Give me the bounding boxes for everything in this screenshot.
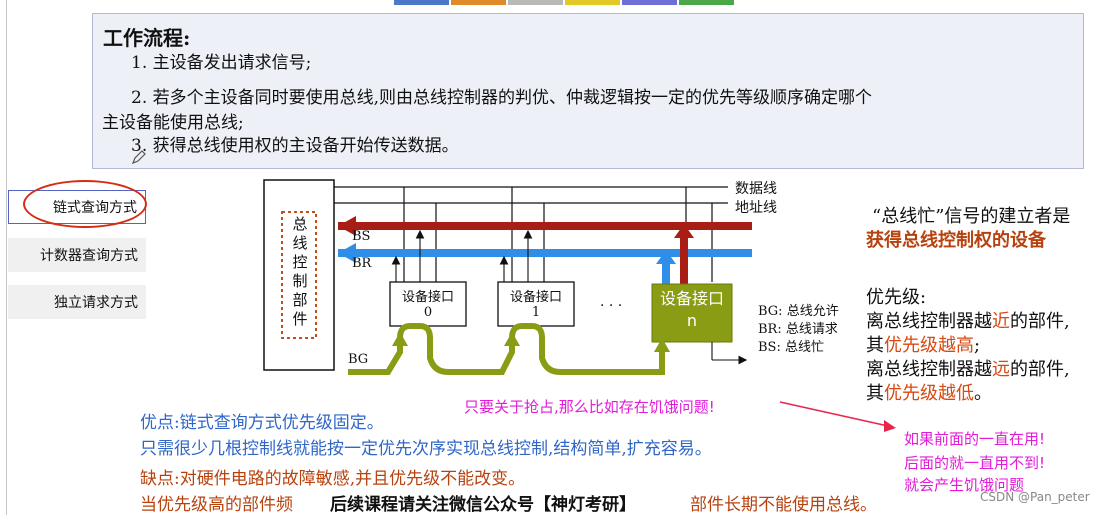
priority-line-3: 离总线控制器越远的部件, (866, 358, 1070, 382)
bs-arrowhead (338, 216, 356, 236)
controller-char: 控 (292, 253, 308, 271)
priority-text: 其 (866, 383, 884, 404)
controller-label: 总 线 控 制 部 件 (291, 215, 309, 329)
advantage-line-2: 只需很少几根控制线就能按一定优先次序实现总线控制,结构简单,扩充容易。 (140, 439, 712, 459)
nav-independent-request-label: 独立请求方式 (54, 295, 138, 311)
pen-icon (131, 150, 146, 165)
legend-bg: BG: 总线允许 (758, 304, 839, 319)
priority-text: 的部件, (1010, 359, 1070, 380)
red-circle-annotation (23, 180, 147, 228)
advantage-line-1: 优点:链式查询方式优先级固定。 (140, 413, 384, 433)
top-tab-6[interactable] (679, 0, 734, 5)
device-1-index: 1 (531, 305, 541, 320)
priority-text: 。 (974, 383, 992, 404)
workflow-box: 工作流程: 1. 主设备发出请求信号; 2. 若多个主设备同时要使用总线,则由总… (92, 13, 1084, 169)
nav-independent-request[interactable]: 独立请求方式 (8, 285, 146, 319)
nav-counter-query[interactable]: 计数器查询方式 (8, 238, 146, 272)
workflow-step-2: 2. 若多个主设备同时要使用总线,则由总线控制器的判优、仲裁逻辑按一定的优先等级… (131, 88, 873, 108)
device-ellipsis: · · · (600, 298, 623, 314)
controller-char: 总 (292, 215, 308, 233)
priority-text: 离总线控制器越 (866, 359, 992, 380)
device-0-box (389, 281, 467, 327)
data-line-label: 数据线 (735, 181, 777, 197)
priority-line-1: 离总线控制器越近的部件, (866, 310, 1070, 334)
busy-signal-line-2: 获得总线控制权的设备 (866, 230, 1046, 251)
workflow-step-3: 3. 获得总线使用权的主设备开始传送数据。 (131, 136, 459, 156)
top-tab-2[interactable] (451, 0, 506, 5)
device-1-box (497, 281, 575, 327)
note-line-1: 如果前面的一直在用! (904, 430, 1046, 448)
controller-char: 线 (292, 234, 308, 252)
nav-counter-query-label: 计数器查询方式 (40, 248, 138, 264)
disadvantage-line-1: 缺点:对硬件电路的故障敏感,并且优先级不能改变。 (140, 469, 526, 489)
pink-arrowhead (884, 420, 896, 432)
device-n-name: 设备接口 (659, 289, 724, 308)
bg-chain-line (348, 323, 665, 375)
priority-title: 优先级: (866, 287, 927, 308)
controller-char: 部 (292, 291, 308, 309)
pink-arrow-line (779, 401, 889, 427)
priority-line-4: 其优先级越低。 (866, 382, 992, 406)
device-n-index: n (686, 311, 698, 330)
device-n-label: 设备接口 n (652, 288, 732, 332)
priority-line-2: 其优先级越高; (866, 334, 980, 358)
controller-char: 制 (292, 272, 308, 290)
priority-text: 其 (866, 335, 884, 356)
bg-label: BG (348, 352, 369, 367)
device-n-box (651, 283, 733, 343)
controller-inner-dashed (281, 211, 317, 339)
wechat-overlay: 后续课程请关注微信公众号【神灯考研】 (330, 495, 636, 515)
priority-text: ; (974, 335, 981, 356)
br-label: BR (352, 256, 372, 271)
left-frame-edge (6, 0, 7, 515)
device-request-arrows (391, 229, 533, 282)
priority-text: 的部件, (1010, 311, 1070, 332)
disadvantage-line-2b: 部件长期不能使用总线。 (690, 495, 877, 515)
device-0-label: 设备接口 0 (392, 286, 464, 320)
starvation-note: 只要关于抢占,那么比如存在饥饿问题! (464, 398, 715, 416)
signal-legend: BG: 总线允许 BR: 总线请求 BS: 总线忙 (758, 303, 839, 357)
top-tab-3[interactable] (508, 0, 563, 5)
device-0-index: 0 (423, 305, 433, 320)
top-tab-1[interactable] (394, 0, 449, 5)
legend-bs: BS: 总线忙 (758, 340, 824, 355)
top-color-tabs (394, 0, 736, 5)
csdn-watermark: CSDN @Pan_peter (980, 490, 1090, 504)
disadvantage-line-2a: 当优先级高的部件频 (140, 495, 293, 515)
priority-lower: 优先级越低 (884, 383, 974, 404)
bs-label: BS (352, 229, 371, 244)
busy-signal-line-1: “总线忙”信号的建立者是 (872, 206, 1071, 227)
note-line-2: 后面的就一直用不到! (904, 454, 1046, 472)
workflow-title: 工作流程: (103, 26, 191, 50)
workflow-step-2-cont: 主设备能使用总线; (102, 113, 244, 133)
legend-br: BR: 总线请求 (758, 322, 838, 337)
priority-near: 近 (992, 311, 1010, 332)
priority-far: 远 (992, 359, 1010, 380)
device-0-name: 设备接口 (401, 290, 454, 305)
priority-text: 离总线控制器越 (866, 311, 992, 332)
top-tab-5[interactable] (622, 0, 677, 5)
device-1-label: 设备接口 1 (500, 286, 572, 320)
address-line-label: 地址线 (735, 200, 777, 216)
workflow-step-1: 1. 主设备发出请求信号; (131, 53, 312, 73)
top-tab-4[interactable] (565, 0, 620, 5)
controller-char: 件 (292, 310, 308, 328)
device-1-name: 设备接口 (509, 290, 562, 305)
br-arrowhead (338, 243, 356, 263)
priority-higher: 优先级越高 (884, 335, 974, 356)
note-line-3: 就会产生饥饿问题 (904, 476, 1025, 494)
